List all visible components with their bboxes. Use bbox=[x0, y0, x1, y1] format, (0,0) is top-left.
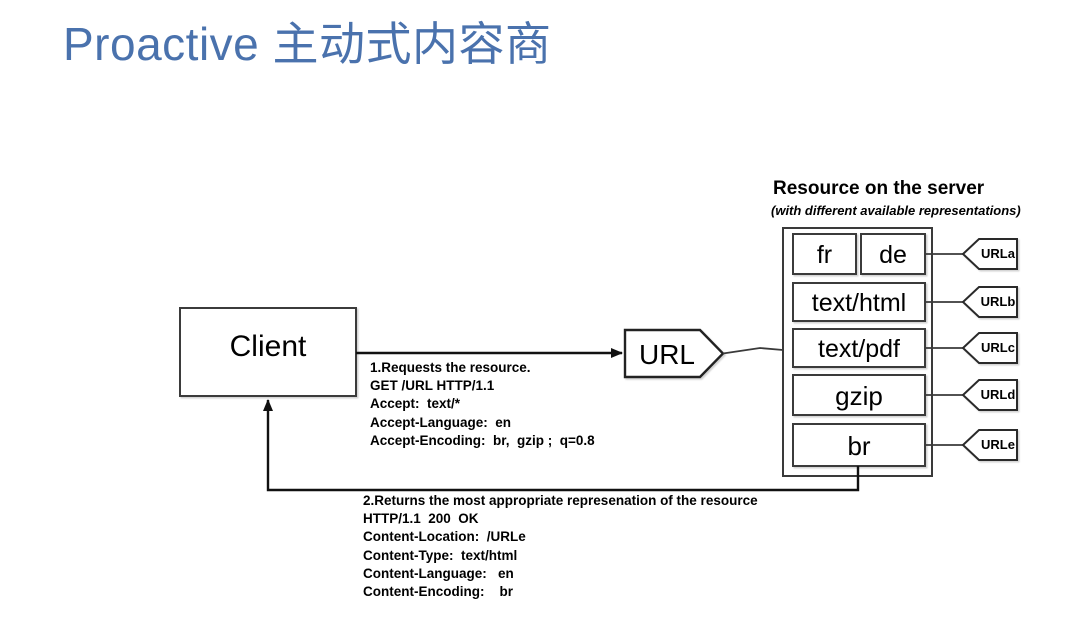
response-message-text: 2.Returns the most appropriate represena… bbox=[363, 493, 758, 600]
representation-box-fr bbox=[792, 233, 857, 275]
url-tag-shape-urla bbox=[961, 238, 1018, 270]
response-arrow bbox=[263, 399, 860, 492]
representation-box-text-pdf bbox=[792, 328, 926, 368]
client-box bbox=[179, 307, 357, 397]
server-heading: Resource on the server bbox=[773, 178, 985, 199]
url-node-shape bbox=[623, 328, 725, 379]
server-subheading: (with different available representation… bbox=[771, 203, 1021, 218]
page-title: Proactive 主动式内容商 bbox=[63, 18, 552, 70]
url-tag-shape-urlc bbox=[961, 332, 1018, 364]
request-message-text: 1.Requests the resource. GET /URL HTTP/1… bbox=[370, 360, 595, 448]
url-tag-shape-urld bbox=[961, 379, 1018, 411]
representation-box-de bbox=[860, 233, 926, 275]
representation-box-text-html bbox=[792, 282, 926, 322]
url-tag-shape-urle bbox=[961, 429, 1018, 461]
representation-box-gzip bbox=[792, 374, 926, 416]
url-tag-shape-urlb bbox=[961, 286, 1018, 318]
representation-box-br bbox=[792, 423, 926, 467]
url-to-server-connector bbox=[722, 347, 784, 355]
